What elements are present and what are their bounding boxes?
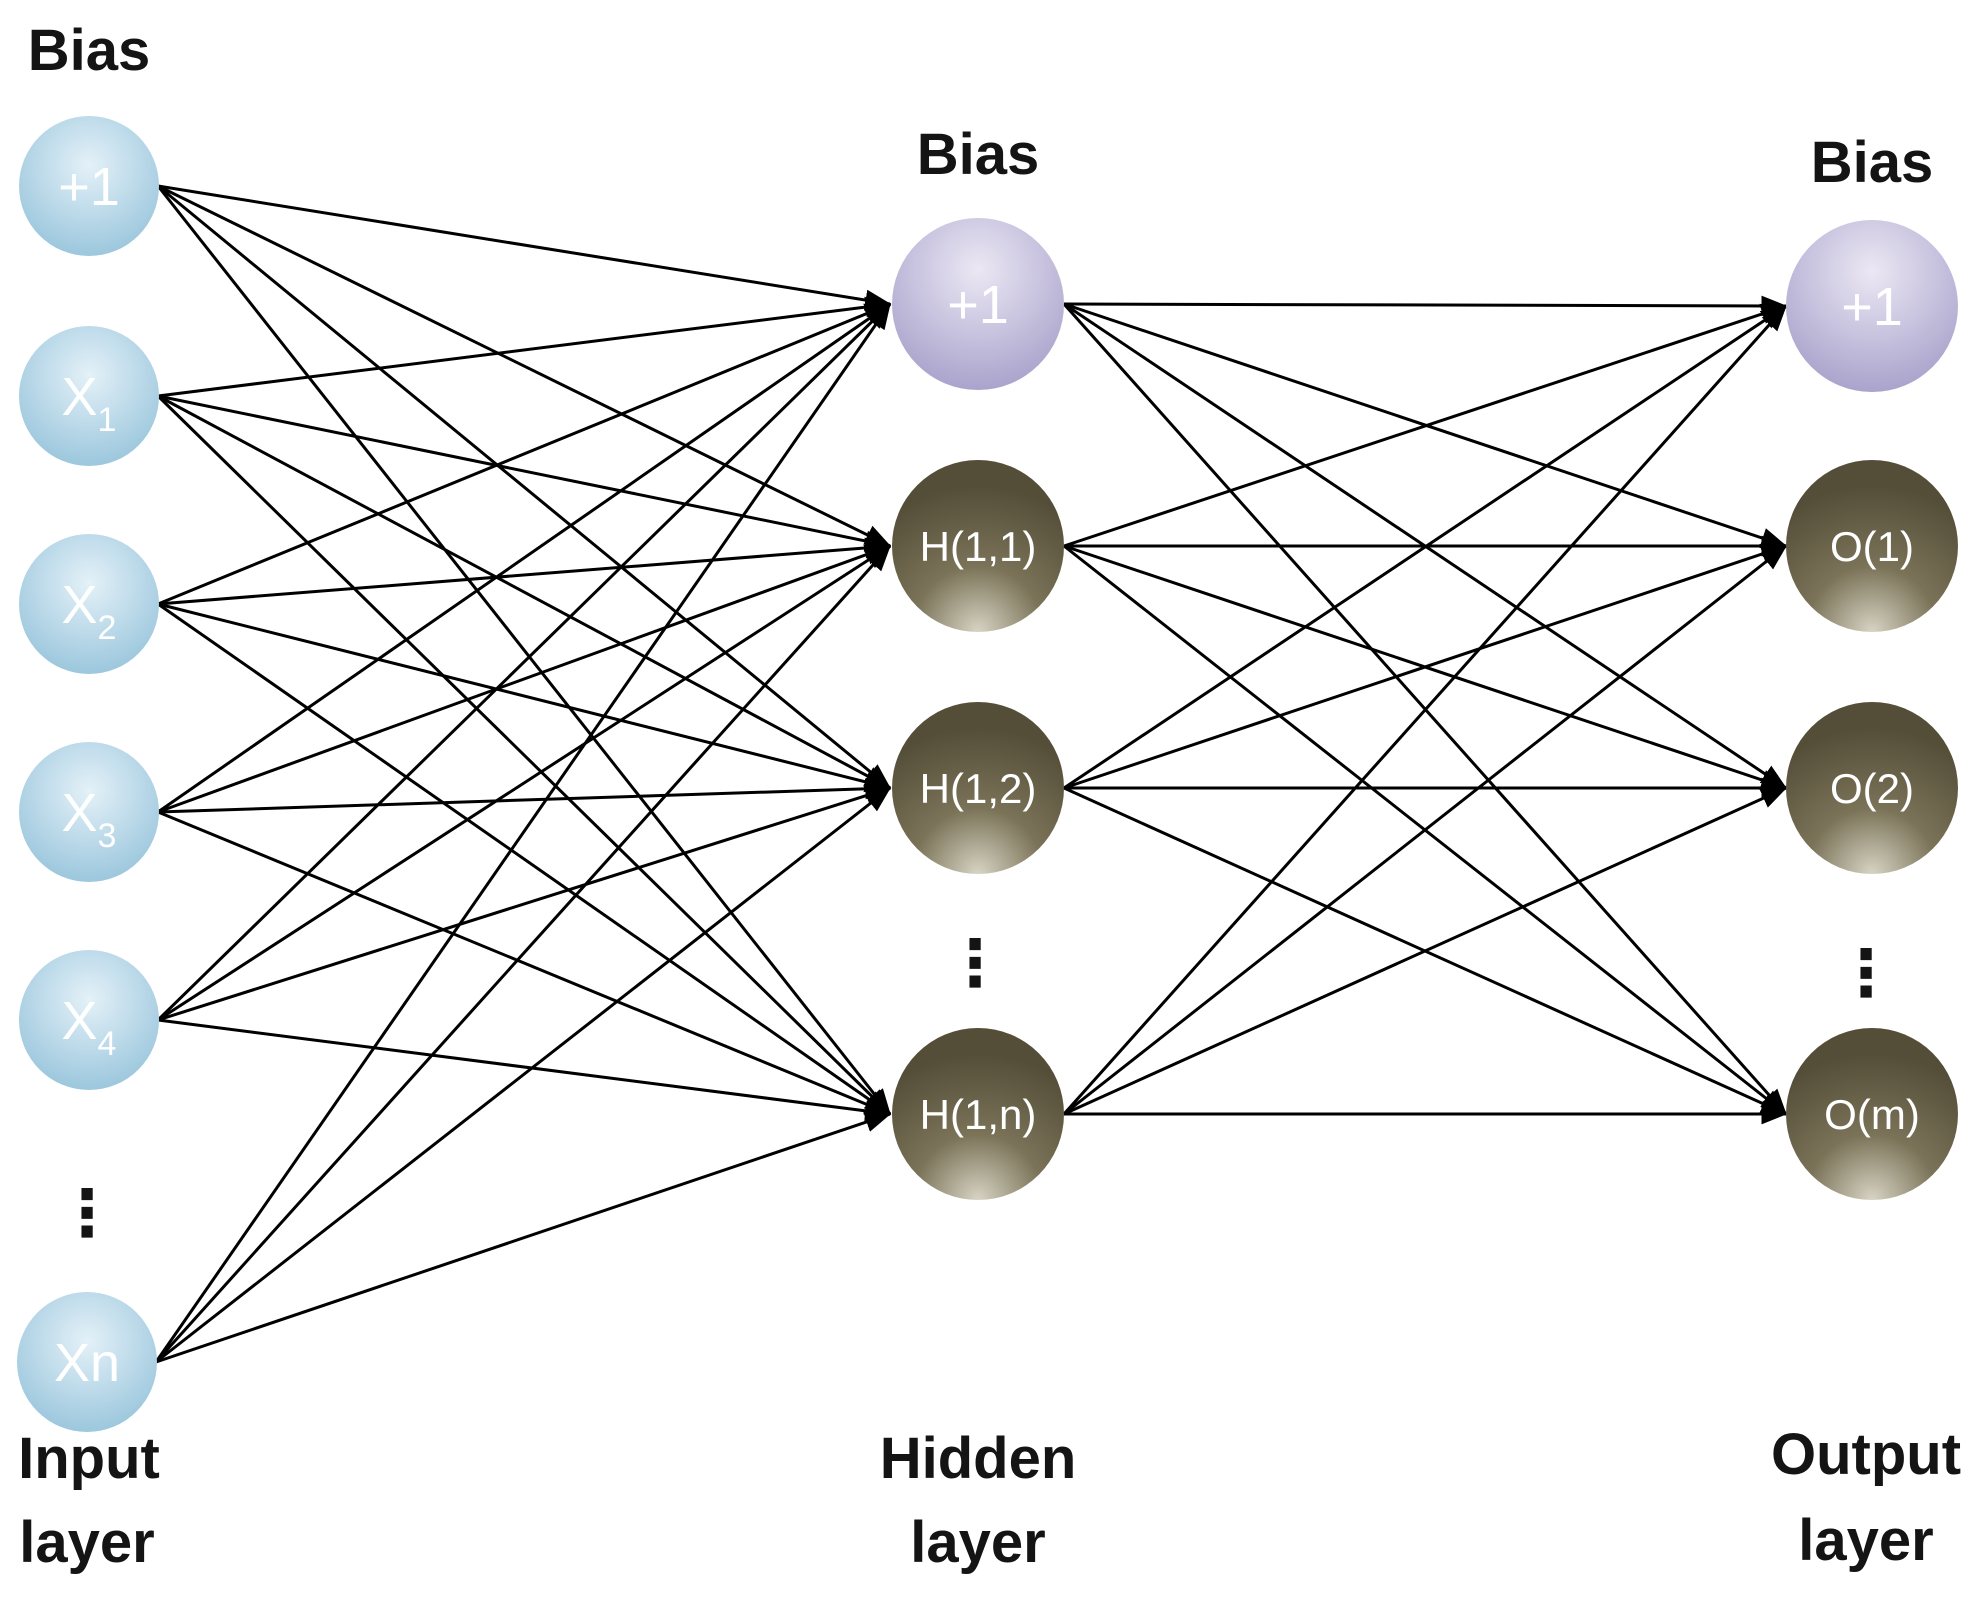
- hidden-node-h12-label: H(1,2): [920, 765, 1037, 812]
- output-node-om-label: O(m): [1824, 1091, 1920, 1138]
- input-ellipsis: ⋮: [55, 1177, 119, 1251]
- input-node-x1-label: X: [62, 367, 98, 427]
- edge-input3-hidden3: [157, 810, 892, 1116]
- edge-input2-hidden0: [157, 302, 892, 606]
- edge-input4-hidden1: [157, 544, 892, 1022]
- input-layer-label-line2: layer: [19, 1510, 154, 1575]
- edge-hidden3-output2: [1063, 786, 1788, 1116]
- connection-edges: [154, 184, 1788, 1364]
- edge-hidden3-output0: [1062, 305, 1788, 1115]
- edge-input3-hidden2: [157, 778, 892, 814]
- output-node-bias: +1: [1786, 220, 1958, 392]
- hidden-node-bias-label: +1: [947, 275, 1009, 335]
- edge-input2-hidden3: [157, 602, 892, 1116]
- input-node-x3-subscript: 3: [98, 817, 117, 855]
- output-node-o2: O(2): [1786, 702, 1958, 874]
- input-node-x4-label: X: [62, 991, 98, 1051]
- edge-input4-hidden0: [156, 302, 892, 1022]
- hidden-node-bias: +1: [892, 218, 1064, 390]
- output-ellipsis: ⋮: [1834, 937, 1898, 1011]
- input-bias-heading: Bias: [28, 18, 151, 83]
- input-node-xn-label: Xn: [54, 1333, 120, 1393]
- output-layer-label-line1: Output: [1771, 1422, 1961, 1487]
- output-node-o1-label: O(1): [1830, 523, 1914, 570]
- input-node-bias-label: +1: [58, 157, 120, 217]
- edge-input5-hidden1: [154, 544, 892, 1364]
- svg-text:X1: X1: [62, 367, 117, 439]
- svg-text:X2: X2: [62, 575, 117, 647]
- edge-input1-hidden1: [157, 394, 892, 552]
- hidden-bias-heading: Bias: [917, 122, 1040, 187]
- edge-hidden0-output0: [1063, 295, 1788, 317]
- edge-input2-hidden1: [157, 537, 892, 606]
- input-node-x1: X1: [19, 326, 159, 466]
- edge-input1-hidden3: [156, 394, 892, 1116]
- input-node-x1-subscript: 1: [98, 401, 117, 439]
- input-node-xn: Xn: [17, 1292, 157, 1432]
- hidden-layer-label-line1: Hidden: [880, 1426, 1077, 1491]
- svg-text:X3: X3: [62, 783, 117, 855]
- input-node-x4-subscript: 4: [98, 1025, 117, 1063]
- edge-input2-hidden2: [157, 602, 892, 793]
- edge-input4-hidden3: [157, 1018, 892, 1122]
- hidden-node-h1n-label: H(1,n): [920, 1091, 1037, 1138]
- edge-input1-hidden2: [157, 394, 892, 790]
- hidden-node-h11-label: H(1,1): [920, 523, 1037, 570]
- edge-input0-hidden0: [157, 184, 892, 311]
- edge-input3-hidden0: [157, 302, 892, 814]
- edge-input5-hidden2: [155, 786, 892, 1364]
- edge-input0-hidden3: [156, 185, 892, 1116]
- edge-input0-hidden2: [157, 184, 892, 790]
- hidden-layer-label-line2: layer: [910, 1510, 1045, 1575]
- edge-hidden1-output0: [1063, 303, 1788, 548]
- output-bias-heading: Bias: [1811, 130, 1934, 195]
- edge-hidden3-output1: [1063, 544, 1788, 1116]
- input-layer-label-line1: Input: [18, 1426, 160, 1491]
- input-node-x2-subscript: 2: [98, 609, 117, 647]
- svg-text:X4: X4: [62, 991, 117, 1063]
- output-layer-label-line2: layer: [1798, 1508, 1933, 1573]
- edge-input1-hidden0: [157, 296, 892, 398]
- edge-hidden2-output0: [1063, 304, 1788, 790]
- edge-input5-hidden0: [154, 302, 892, 1363]
- output-node-bias-label: +1: [1841, 277, 1903, 337]
- output-node-om: O(m): [1786, 1028, 1958, 1200]
- input-node-x2-label: X: [62, 575, 98, 635]
- input-node-bias: +1: [19, 116, 159, 256]
- input-node-x3: X3: [19, 742, 159, 882]
- input-node-x4: X4: [19, 950, 159, 1090]
- edge-input0-hidden1: [157, 184, 892, 548]
- edge-input3-hidden1: [157, 544, 892, 814]
- hidden-node-h12: H(1,2): [892, 702, 1064, 874]
- output-node-o1: O(1): [1786, 460, 1958, 632]
- hidden-node-h11: H(1,1): [892, 460, 1064, 632]
- input-node-x2: X2: [19, 534, 159, 674]
- hidden-ellipsis: ⋮: [943, 927, 1007, 1001]
- input-node-x3-label: X: [62, 783, 98, 843]
- edge-hidden2-output1: [1063, 543, 1788, 790]
- edge-input5-hidden3: [155, 1112, 892, 1364]
- edge-input4-hidden2: [157, 785, 892, 1022]
- hidden-node-h1n: H(1,n): [892, 1028, 1064, 1200]
- output-node-o2-label: O(2): [1830, 765, 1914, 812]
